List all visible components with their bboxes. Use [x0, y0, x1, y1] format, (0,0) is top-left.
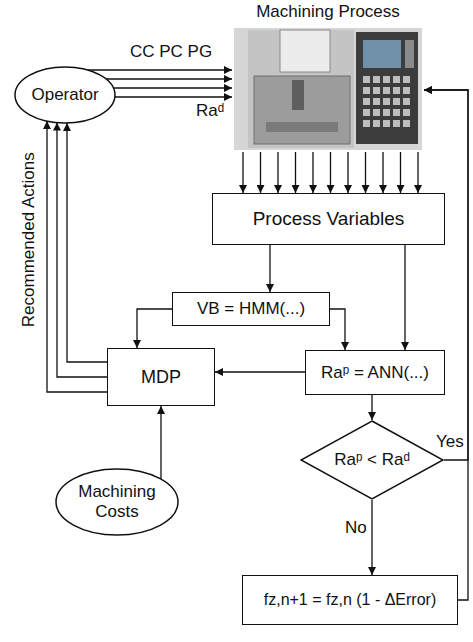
connector-arrow: [330, 152, 331, 193]
connector-arrow: [424, 90, 468, 600]
connector-arrow: [417, 152, 418, 193]
connector-arrow: [47, 121, 107, 392]
connector-arrow: [242, 152, 243, 193]
cost-ellipse: Machining Costs: [55, 468, 179, 536]
decision-diamond: Raᵖ < Raᵈ: [300, 420, 444, 500]
connector-arrow: [404, 245, 405, 350]
connector-arrow: [365, 152, 366, 193]
connector-arrow: [347, 152, 348, 193]
machine-photo: Machining Process: [232, 0, 424, 152]
edge-label: No: [343, 518, 369, 538]
connector-arrow: [215, 371, 305, 372]
connector-arrow: [295, 152, 296, 193]
edge-label: Yes: [434, 432, 466, 452]
node-label: MDP: [141, 367, 181, 388]
node-label: Machining Costs: [69, 482, 165, 521]
connector-arrow: [160, 406, 161, 479]
machine-illustration: [232, 0, 424, 152]
node-label: VB = HMM(...): [197, 299, 305, 319]
connector-arrow: [269, 245, 270, 292]
node-label: fz,n+1 = fz,n (1 - ΔError): [264, 591, 437, 609]
process-box: Raᵖ = ANN(...): [305, 350, 445, 395]
connector-arrow: [312, 152, 313, 193]
connector-arrow: [371, 500, 372, 575]
connector-arrow: [371, 395, 372, 420]
connector-arrow: [57, 123, 107, 377]
connector-arrow: [330, 309, 345, 350]
node-label: Process Variables: [253, 208, 405, 230]
signal-label: CC PC PG: [130, 42, 212, 62]
node-label: Operator: [31, 85, 98, 105]
process-box: MDP: [107, 348, 215, 406]
connector-arrow: [137, 309, 172, 348]
connector-arrow: [400, 152, 401, 193]
connector-arrow: [382, 152, 383, 193]
signal-label: Raᵈ: [196, 101, 224, 121]
process-box: fz,n+1 = fz,n (1 - ΔError): [242, 575, 458, 625]
process-box: Process Variables: [212, 193, 445, 245]
node-label: Raᵖ = ANN(...): [321, 363, 429, 383]
operator-ellipse: Operator: [14, 66, 116, 124]
connector-arrow: [113, 87, 232, 88]
process-box: VB = HMM(...): [172, 292, 330, 326]
connector-arrow: [106, 78, 232, 79]
connector-arrow: [67, 123, 107, 362]
node-label: Raᵖ < Raᵈ: [334, 450, 410, 470]
connector-arrow: [277, 152, 278, 193]
connector-arrow: [115, 96, 232, 97]
connector-arrow: [424, 90, 468, 460]
connector-arrow: [260, 152, 261, 193]
connector-arrow: [88, 69, 233, 70]
vertical-label: Recommended Actions: [18, 153, 38, 328]
node-heading: Machining Process: [256, 2, 400, 22]
